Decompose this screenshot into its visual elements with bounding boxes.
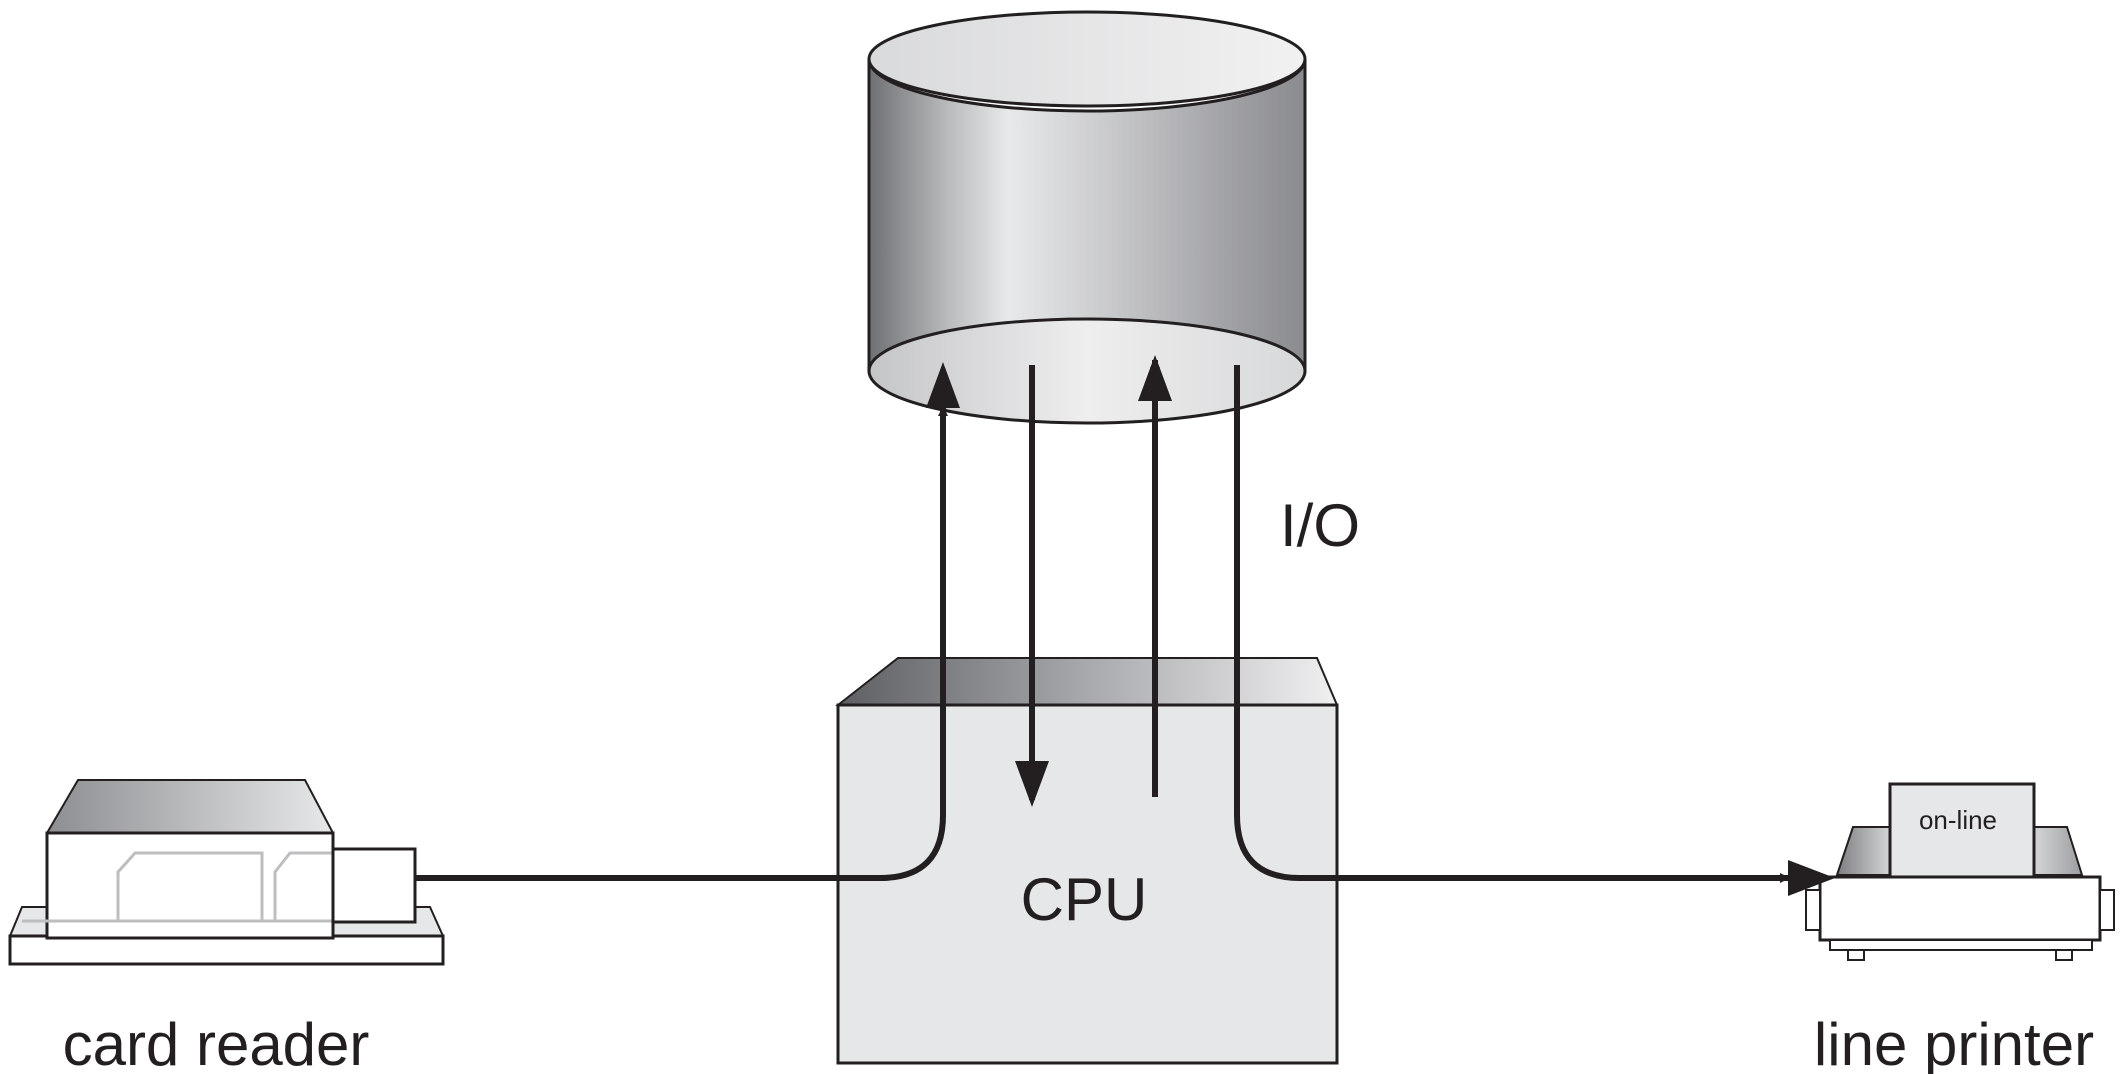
line-printer-right-side [2033,826,2084,876]
arrowhead-right [1788,860,1835,896]
line-printer-end-left [1805,889,1821,931]
arrowhead-down [1015,761,1049,807]
line-printer: on-line [1805,782,2115,961]
card-reader-slot [116,851,333,921]
line-printer-label: line printer [1814,1011,2094,1074]
disk-drum [867,10,1307,425]
arrowhead-up-right [1138,355,1172,401]
arrowhead-up-left [926,362,960,408]
card-reader-label: card reader [63,1011,370,1074]
cpu-box-top [835,657,1339,706]
line-printer-body [1818,875,2102,942]
line-printer-end-right [2099,889,2115,931]
disk-to-line-printer-path [1234,365,1790,883]
card-reader [8,779,445,966]
card-reader-roof [45,779,335,834]
line-printer-base [1829,939,2093,951]
cpu-label: CPU [1021,866,1148,933]
card-reader-base [8,934,445,966]
data-flow [415,358,1790,883]
disk-drum-top [867,10,1307,108]
line-printer-foot-right [2055,949,2073,961]
line-printer-foot-left [1847,949,1865,961]
card-reader-hopper [331,847,417,924]
line-printer-panel-label: on-line [1919,805,1997,835]
cpu-box [835,657,1339,1065]
io-label: I/O [1280,492,1360,559]
card-reader-to-disk-path [415,406,948,881]
line-printer-left-side [1835,826,1891,876]
cpu-box-front [836,703,1339,1065]
arrowheads [926,355,1835,896]
disk-drum-bottom-face [867,317,1307,425]
